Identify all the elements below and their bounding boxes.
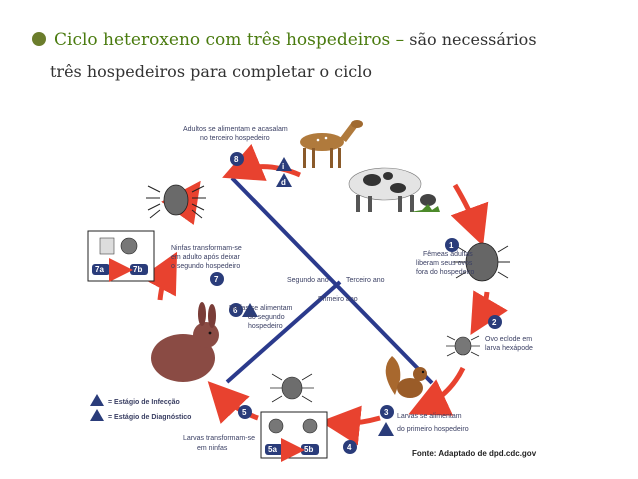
heading-title: Ciclo heteroxeno com três hospedeiros – bbox=[54, 30, 405, 50]
stage-badge-7 bbox=[210, 272, 224, 286]
stage-number: 6 bbox=[233, 306, 238, 315]
year-divider-line bbox=[230, 176, 434, 385]
stage-badge-7b bbox=[130, 264, 148, 275]
label-ninfas-alimentam: Ninfas se alimentam do segundo hospedeir… bbox=[229, 305, 294, 330]
heading-rest: são necessários bbox=[409, 30, 537, 49]
cycle-arrow bbox=[450, 183, 489, 247]
legend-diagnostico: = Estágio de Diagnóstico bbox=[108, 414, 191, 421]
cycle-arrow bbox=[470, 290, 508, 335]
stage-number: 3 bbox=[384, 408, 389, 417]
stage-badge-7a bbox=[92, 264, 110, 275]
stage-number: 7b bbox=[133, 265, 142, 274]
heading-line2: três hospedeiros para completar o ciclo bbox=[50, 62, 372, 81]
squirrel-image bbox=[385, 356, 427, 398]
cycle-arrow bbox=[320, 405, 381, 446]
infection-triangle-icon bbox=[276, 157, 292, 171]
infection-triangle-icon bbox=[378, 422, 394, 436]
tick-photo bbox=[99, 237, 115, 255]
stage-badge-5a bbox=[265, 444, 283, 455]
cycle-arrow bbox=[408, 366, 466, 416]
label-larvas-alimentam: Larvas se alimentam do primeiro hospedei… bbox=[397, 413, 469, 433]
label-segundo-ano: Segundo ano bbox=[287, 277, 329, 284]
stage-number: 5a bbox=[268, 445, 277, 454]
stage-number: 8 bbox=[234, 155, 239, 164]
bullet-icon bbox=[32, 31, 46, 46]
infection-triangle-icon bbox=[242, 303, 258, 317]
engorged-tick-image bbox=[454, 242, 510, 282]
stage-number: 1 bbox=[449, 241, 454, 250]
stage-number: 5b bbox=[304, 445, 313, 454]
cycle-arrow bbox=[222, 143, 301, 181]
stage-number: 7 bbox=[214, 275, 219, 284]
label-terceiro-ano: Terceiro ano bbox=[346, 277, 385, 284]
label-larvas-transformam: Larvas transformam-se em ninfas bbox=[183, 435, 257, 452]
slide-heading: Ciclo heteroxeno com três hospedeiros – … bbox=[32, 24, 632, 56]
stage-badge-5 bbox=[238, 405, 252, 419]
deer-image bbox=[300, 120, 363, 168]
cow-image bbox=[348, 167, 440, 212]
stage-number: 2 bbox=[492, 318, 497, 327]
stage-number: 5 bbox=[242, 408, 247, 417]
stage-badge-4 bbox=[343, 440, 357, 454]
cycle-arrow bbox=[140, 251, 178, 301]
diagnostic-triangle-icon bbox=[276, 173, 292, 187]
label-femeas: Fêmeas adultas liberam seus ovos fora do… bbox=[416, 251, 475, 276]
source-credit: Fonte: Adaptado de dpd.cdc.gov bbox=[412, 449, 537, 458]
cycle-arrow bbox=[207, 381, 259, 424]
stage-letter: d bbox=[281, 178, 286, 187]
tick-photo bbox=[268, 418, 284, 434]
year-divider-line-2 bbox=[225, 280, 342, 384]
label-primeiro-ano: Primeiro ano bbox=[318, 296, 358, 303]
label-adultos: Adultos se alimentam e acasalam no terce… bbox=[183, 126, 290, 142]
stage-badge-1 bbox=[445, 238, 459, 252]
label-ovo: Ovo eclode em larva hexápode bbox=[485, 336, 534, 352]
stage-badge-6 bbox=[229, 303, 243, 317]
legend-infeccao: = Estágio de Infecção bbox=[108, 399, 180, 406]
legend-infection-icon bbox=[90, 394, 104, 406]
rabbit-image bbox=[151, 302, 219, 382]
stage-badge-8 bbox=[230, 152, 244, 166]
legend-diagnostic-icon bbox=[90, 409, 104, 421]
nymph-tick-image bbox=[270, 373, 314, 403]
larva-tick-image bbox=[446, 335, 480, 357]
stage-badge-2 bbox=[488, 315, 502, 329]
tick-photo bbox=[120, 237, 138, 255]
adult-tick-image bbox=[146, 184, 206, 219]
stage-number: 7a bbox=[95, 265, 104, 274]
label-ninfas-transformam: Ninfas transformam-se em adulto após dei… bbox=[171, 245, 244, 270]
stage-letter: i bbox=[282, 162, 284, 171]
stage-number: 4 bbox=[347, 443, 352, 452]
tick-photo bbox=[302, 418, 318, 434]
stage-badge-5b bbox=[301, 444, 319, 455]
stage-badge-3 bbox=[380, 405, 394, 419]
